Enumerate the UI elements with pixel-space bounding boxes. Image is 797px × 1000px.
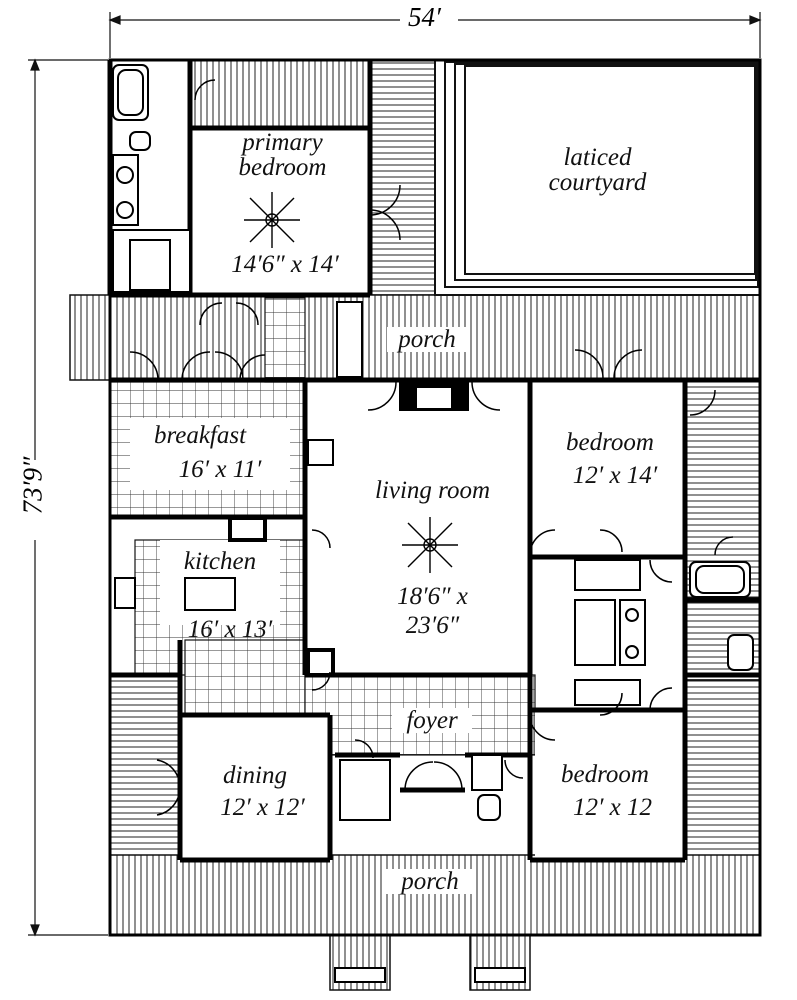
front-porch-label: porch [385, 869, 475, 894]
rear-porch-label: porch [387, 327, 467, 352]
door-swings [129, 79, 734, 816]
overall-width-label: 54′ [408, 2, 441, 32]
bedroom-1-name: bedroom [566, 429, 654, 456]
dining-size: 12′ x 12′ [220, 794, 305, 821]
dimension-lines [28, 12, 762, 937]
breakfast-size: 16′ x 11′ [178, 456, 262, 483]
bedroom-1-size: 12′ x 14′ [572, 462, 658, 489]
primary-bedroom-name: primary bedroom [238, 129, 327, 181]
living-room-name: living room [374, 477, 491, 504]
room-interiors [130, 128, 685, 860]
fixtures [112, 64, 754, 821]
kitchen-size: 16′ x 13′ [187, 616, 273, 643]
primary-bedroom-size: 14′6″ x 14′ [231, 251, 339, 278]
breakfast-name: breakfast [153, 422, 247, 449]
living-room-size: 18′6″ x 23′6″ [397, 583, 468, 639]
bedroom-2-size: 12′ x 12 [572, 794, 653, 821]
courtyard-name: laticed courtyard [548, 144, 647, 196]
kitchen-name: kitchen [183, 548, 257, 575]
ceiling-fan-primary-bedroom [244, 192, 300, 248]
foyer-label: foyer [392, 708, 472, 733]
walls [107, 58, 762, 937]
ceiling-fan-living-room [402, 517, 458, 573]
overall-depth-label: 73′9″ [17, 456, 48, 515]
dining-name: dining [223, 762, 287, 789]
bedroom-2-name: bedroom [561, 761, 649, 788]
front-steps [334, 967, 526, 983]
